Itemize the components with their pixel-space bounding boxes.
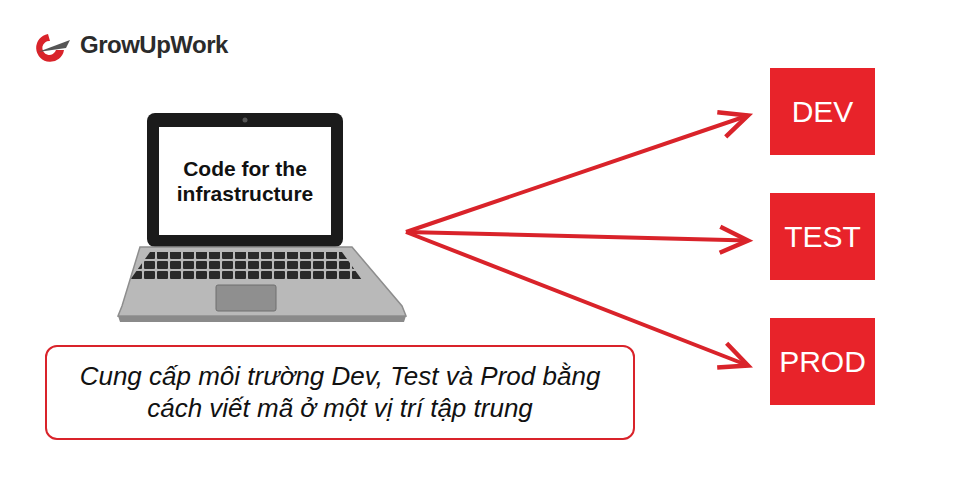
laptop-base (118, 247, 406, 316)
box-label: DEV (792, 94, 854, 130)
arrow-connector (406, 116, 748, 233)
environment-box: PROD (770, 318, 875, 405)
laptop-edge (118, 316, 406, 322)
logo-text: GrowUpWork (80, 31, 228, 59)
laptop-node: Code for the infrastructure (120, 112, 406, 318)
caption-text: Cung cấp môi trường Dev, Test và Prod bằ… (57, 361, 623, 423)
laptop-lid (147, 113, 343, 247)
screen-text: Code for the infrastructure (163, 156, 327, 206)
box-label: TEST (784, 219, 861, 255)
camera (243, 118, 248, 123)
screen-area: Code for the infrastructure (159, 127, 331, 235)
arrow-connector (406, 232, 748, 241)
keyboard (130, 252, 362, 280)
logo-icon (36, 34, 70, 62)
environment-box: DEV (770, 68, 875, 155)
touchpad (216, 285, 276, 311)
caption-box: Cung cấp môi trường Dev, Test và Prod bằ… (45, 345, 635, 440)
environment-box: TEST (770, 193, 875, 280)
laptop-screen (159, 127, 331, 235)
box-label: PROD (779, 344, 866, 380)
